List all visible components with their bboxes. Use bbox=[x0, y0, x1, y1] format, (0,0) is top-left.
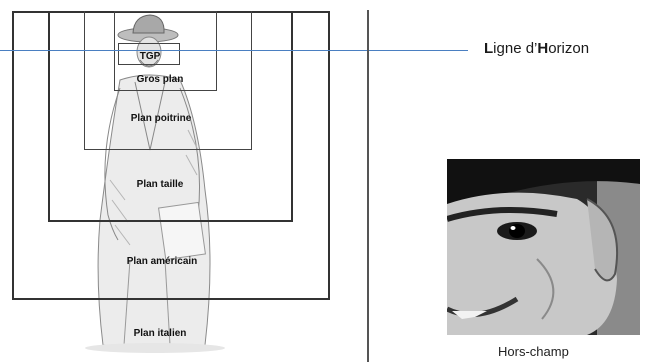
photo-caption: Hors-champ bbox=[498, 344, 569, 359]
horizon-label: Ligne d’Horizon bbox=[484, 40, 589, 57]
label-gros-plan: Gros plan bbox=[136, 74, 184, 85]
frame-plan-americain bbox=[12, 11, 330, 300]
frame-tgp bbox=[118, 43, 180, 65]
label-plan-poitrine: Plan poitrine bbox=[130, 113, 192, 124]
label-tgp: TGP bbox=[139, 51, 161, 62]
horizon-word-orizon: orizon bbox=[548, 40, 590, 57]
frame-plan-taille bbox=[48, 11, 293, 222]
horizon-initial-l: L bbox=[484, 40, 494, 57]
vertical-divider bbox=[367, 10, 369, 362]
character-illustration-panel: TGP Gros plan Plan poitrine Plan taille … bbox=[12, 11, 330, 353]
man-in-coat-sketch bbox=[85, 14, 225, 353]
frame-plan-poitrine bbox=[84, 11, 252, 150]
label-plan-americain: Plan américain bbox=[126, 256, 198, 267]
horizon-word-ligne: igne d’ bbox=[493, 40, 538, 57]
frame-plan-italien bbox=[12, 11, 330, 300]
hors-champ-photo bbox=[447, 159, 640, 335]
horizon-initial-h: H bbox=[537, 40, 549, 57]
frame-gros-plan bbox=[114, 11, 217, 91]
label-plan-taille: Plan taille bbox=[136, 179, 184, 190]
label-plan-italien: Plan italien bbox=[133, 328, 187, 339]
horizon-line bbox=[0, 50, 468, 51]
smiling-boy-photo bbox=[447, 159, 640, 335]
